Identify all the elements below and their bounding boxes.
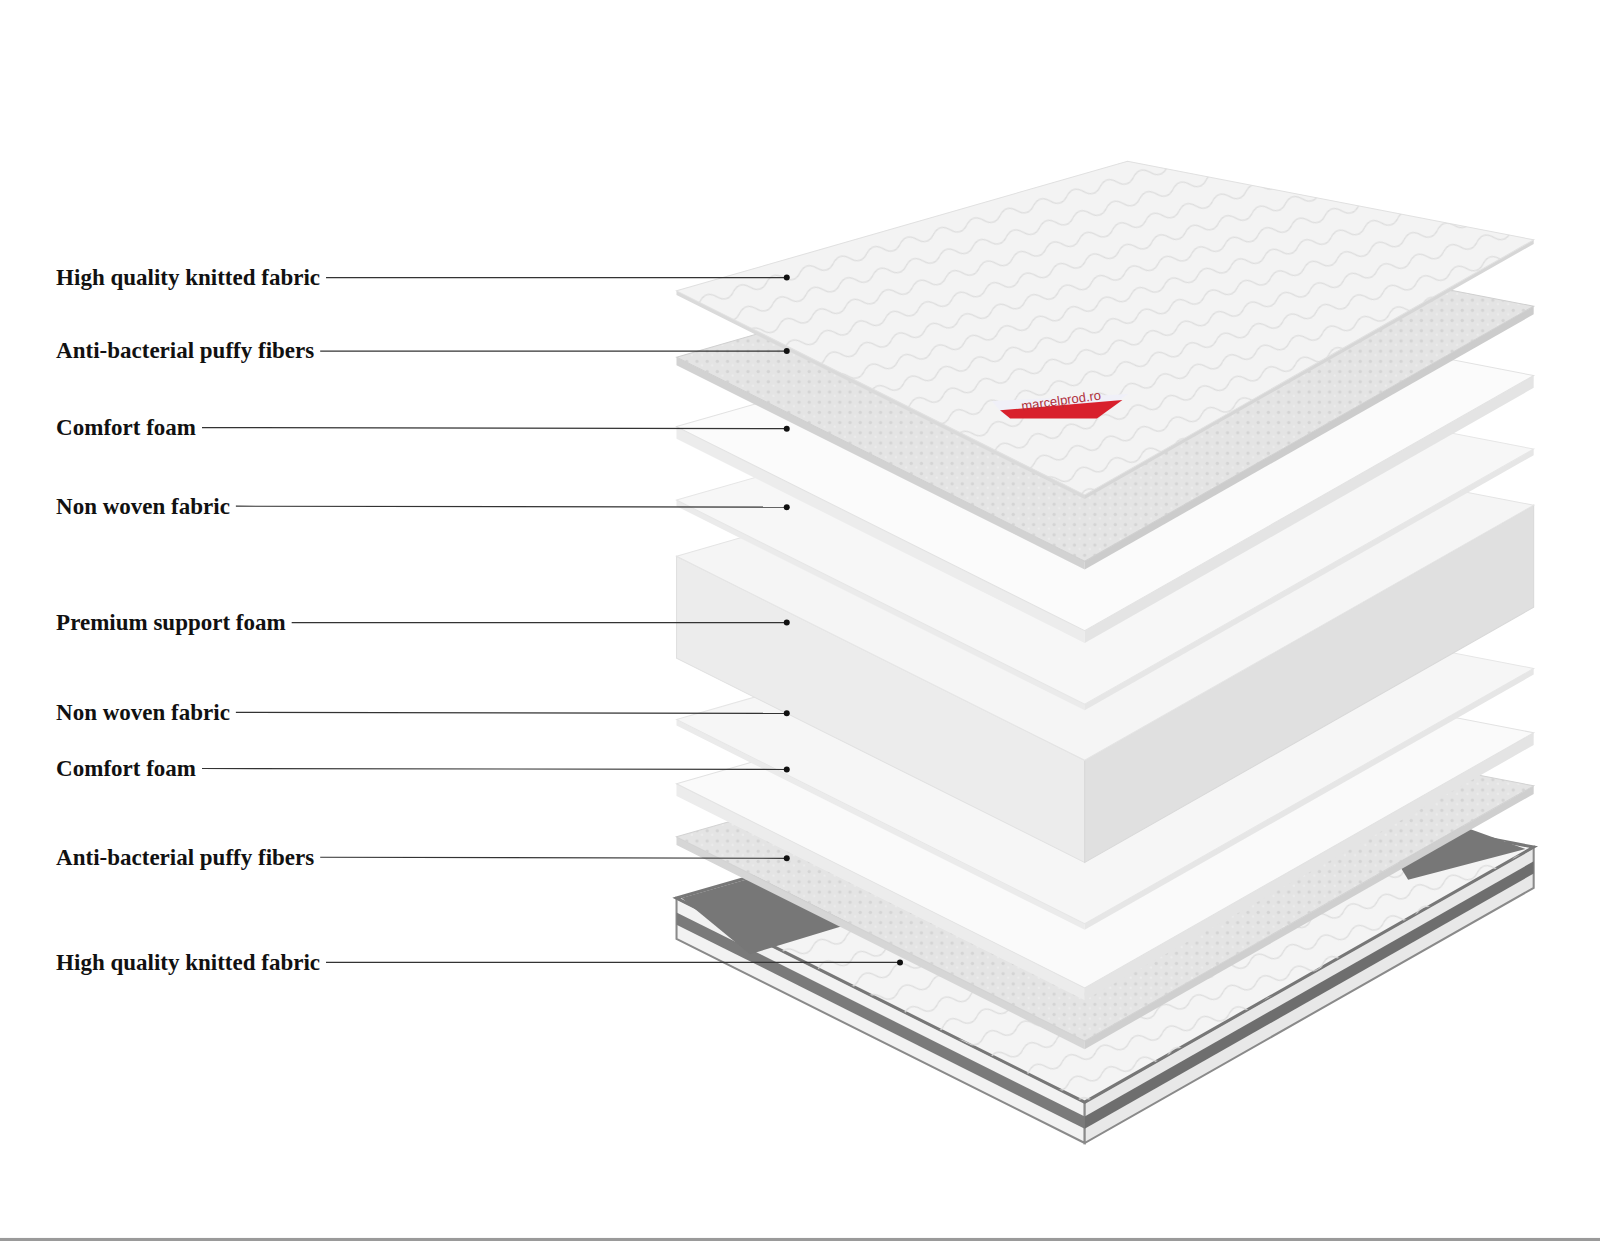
leader-dot xyxy=(897,959,903,965)
layer-label: Non woven fabric xyxy=(56,494,230,519)
leader-dot xyxy=(784,767,790,773)
layer-label: Comfort foam xyxy=(56,415,196,440)
leader-line xyxy=(320,857,787,858)
layer-label: High quality knitted fabric xyxy=(56,950,320,975)
leader-line xyxy=(326,962,900,963)
leader-line xyxy=(202,428,787,429)
knitted-fabric-layer xyxy=(677,161,1534,499)
layer-label: Premium support foam xyxy=(56,610,286,635)
leader-line xyxy=(326,277,787,278)
layer-label: Comfort foam xyxy=(56,756,196,781)
layer-label: Anti-bacterial puffy fibers xyxy=(56,338,314,363)
leader-dot xyxy=(784,710,790,716)
leader-dot xyxy=(784,504,790,510)
layer-label: High quality knitted fabric xyxy=(56,265,320,290)
layer-label: Non woven fabric xyxy=(56,700,230,725)
leader-dot xyxy=(784,620,790,626)
leader-line xyxy=(202,768,787,769)
bottom-rule xyxy=(0,1238,1600,1241)
leader-line xyxy=(236,712,787,713)
leader-line xyxy=(236,506,787,507)
leader-line xyxy=(320,350,787,351)
leader-dot xyxy=(784,426,790,432)
leader-dot xyxy=(784,275,790,281)
leader-dot xyxy=(784,348,790,354)
layer-label: Anti-bacterial puffy fibers xyxy=(56,845,314,870)
leader-dot xyxy=(784,855,790,861)
leader-line xyxy=(292,622,787,623)
